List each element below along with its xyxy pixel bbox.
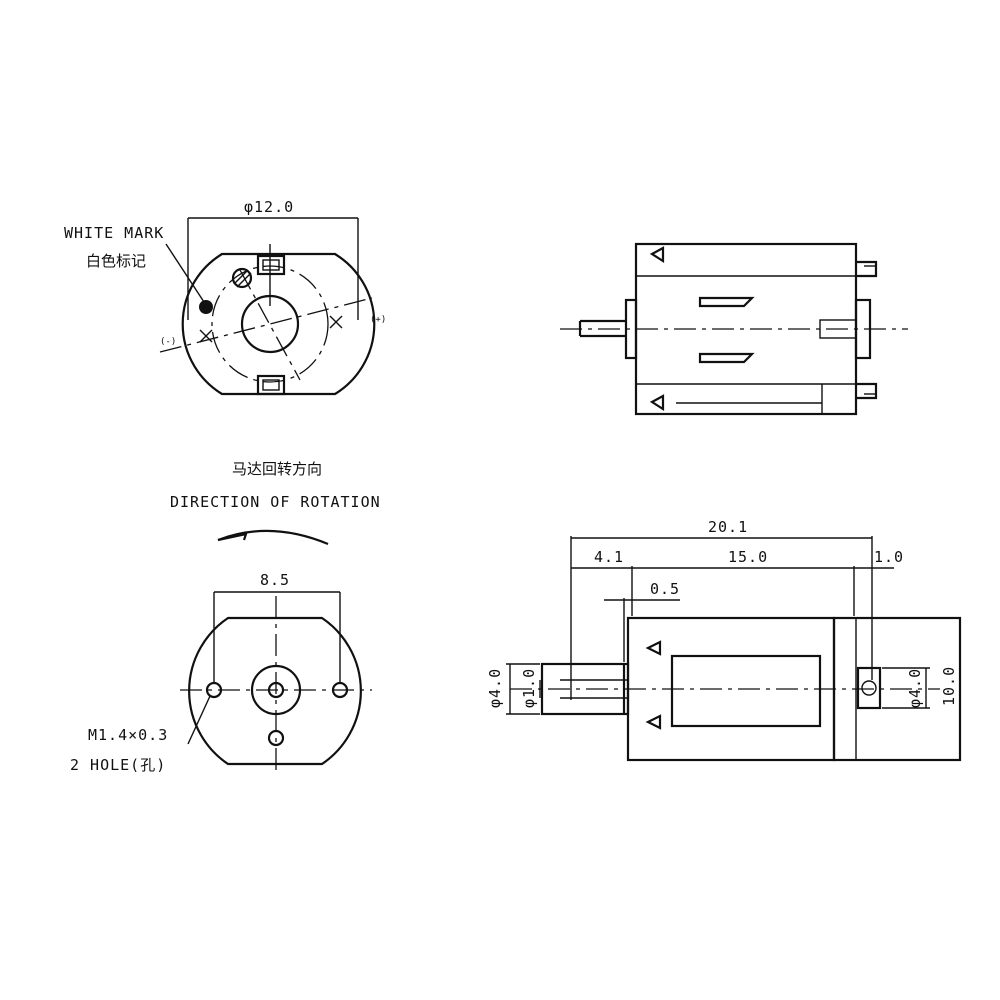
top-terminal [856,260,878,278]
rotation-label-cn: 马达回转方向 [232,460,322,478]
white-mark-leader [165,243,205,303]
hole-label: 2 HOLE(孔) [70,756,166,774]
dim-rear-boss [856,666,882,710]
side-body-outline [634,242,858,416]
minus-terminal-marker [199,329,213,343]
rear-length-label: 1.0 [874,548,904,566]
boss-dia-front-label: φ4.0 [486,668,504,708]
thread-label: M1.4×0.3 [88,726,168,744]
dimension-view [506,536,962,762]
diameter-label: φ12.0 [244,198,294,216]
end-body-outline [188,616,362,766]
white-mark-label: WHITE MARK [64,224,164,242]
body-height-label: 10.0 [940,666,958,706]
bottom-terminal-tab [256,374,286,396]
end-view [180,591,372,776]
lower-vent-slot [698,352,755,364]
rotation-label-en: DIRECTION OF ROTATION [170,493,381,511]
body-length-label: 15.0 [728,548,768,566]
top-terminal-tab [256,254,286,276]
gap-label: 0.5 [650,580,680,598]
rotation-arrow [217,529,329,546]
total-length-label: 20.1 [708,518,748,536]
boss-dia-rear-label: φ4.0 [906,668,924,708]
dim-window [670,654,822,728]
upper-vent-slot [698,296,755,308]
plus-label: (+) [370,315,386,325]
mark-circle [231,267,253,289]
hole-leader [187,695,211,745]
front-view [159,217,376,396]
white-mark-dot [199,300,213,314]
side-view [560,242,908,416]
shaft-length-label: 4.1 [594,548,624,566]
plus-terminal-marker [329,315,343,329]
shaft-dia-label: φ1.0 [520,668,538,708]
bottom-terminal [856,382,878,400]
white-mark-label-cn: 白色标记 [86,252,146,270]
minus-label: (-) [160,337,176,347]
hole-spacing-label: 8.5 [260,571,290,589]
